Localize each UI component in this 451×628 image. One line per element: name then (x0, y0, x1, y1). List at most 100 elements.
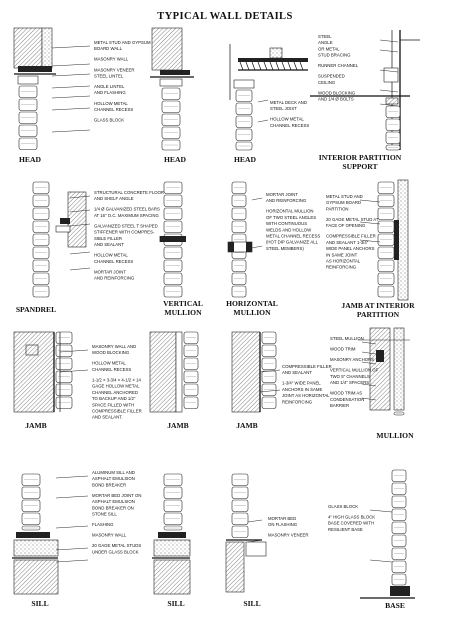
callout-note: IN SAME JOINT (326, 252, 358, 257)
detail-caption-line2: MULLION (164, 308, 202, 317)
glass-block-column (231, 181, 247, 298)
detail-caption: SILL (31, 599, 48, 608)
callout-note: OR METAL (318, 46, 340, 51)
detail-caption: INTERIOR PARTITION (319, 153, 402, 162)
masonry-wall (13, 27, 43, 69)
steel-joist-web (269, 61, 274, 71)
callout-note: METAL CHANNEL RECESS (266, 234, 320, 239)
callout-note: BOND BREAKER (92, 482, 126, 487)
detail-caption: VERTICAL (163, 299, 203, 308)
aluminum-sill (16, 532, 50, 538)
wood-trim (393, 327, 405, 411)
callout-note: AND SEALANT (94, 242, 124, 247)
glass-block-column (377, 181, 395, 298)
glass-block-column (18, 85, 38, 150)
steel-joist-web (281, 61, 286, 71)
leader-line (361, 361, 377, 365)
callout-note: CHANNEL RECESS (94, 259, 133, 264)
callout-note: VERTICAL MULLION OF (330, 368, 379, 373)
leader-line (247, 519, 263, 523)
glass-block-column (21, 473, 41, 531)
masonry-veneer (225, 541, 245, 593)
glass-block-column (161, 87, 181, 151)
callout-note: MASONRY ANCHORS (330, 357, 374, 362)
callout-note: 1-1/2 × 3-3/4 × 4-1/2 × 14 (92, 377, 141, 382)
callout-note: FACE OF OPENING (326, 223, 366, 228)
steel-joist-web (263, 61, 268, 71)
callout-note: HOLLOW METAL (92, 361, 126, 366)
leader-line (379, 103, 399, 107)
leader-line (55, 547, 89, 551)
hollow-metal-channel (17, 75, 39, 85)
callout-note: CHANNEL RECESS (94, 107, 133, 112)
vertical-mullion-steel (160, 236, 186, 242)
sheet-title: TYPICAL WALL DETAILS (157, 11, 292, 22)
detail-caption: BASE (385, 601, 405, 610)
leader-line (361, 397, 377, 401)
leader-line (369, 509, 393, 513)
callout-note: WITH CONTINUOUS (266, 221, 307, 226)
callout-note: JOINT AS HORIZONTAL (282, 393, 330, 398)
callout-note: HOLLOW METAL (94, 101, 128, 106)
detail-caption: SPANDREL (16, 305, 56, 314)
callout-note: 20 GAGE METAL STUD AT (326, 217, 379, 222)
callout-note: BOND BREAKER ON (92, 505, 134, 510)
wood-blocking (385, 97, 399, 105)
callout-note: STONE SILL (92, 512, 117, 517)
callout-note: 4" HIGH GLASS BLOCK (328, 515, 375, 520)
masonry-wall (13, 331, 55, 413)
callout-note: GALVANIZED STEEL T SHAPED (94, 223, 158, 228)
metal-stud (394, 220, 399, 260)
gypsum-board-wall (41, 27, 53, 69)
aluminum-sill (158, 532, 186, 538)
leader-line (51, 73, 91, 77)
callout-note: MASONRY WALL (94, 57, 129, 62)
glass-block-column (235, 89, 253, 151)
detail-caption-line2: SUPPORT (342, 162, 377, 171)
stone-sill (13, 539, 59, 557)
detail-caption: JAMB (25, 421, 47, 430)
callout-note: GAGE HOLLOW METAL (92, 384, 140, 389)
callout-note: MASONRY VENEER (94, 67, 134, 72)
leader-line (361, 383, 377, 387)
leader-line (257, 119, 269, 123)
callout-note: CHANNEL ANCHORED (92, 390, 138, 395)
callout-note: ANGLE (318, 40, 333, 45)
callout-note: WIDE PANEL ANCHORS (326, 246, 375, 251)
callout-note: FLASHING (92, 522, 114, 527)
callout-note: BARRIER (330, 403, 349, 408)
glass-block-column (55, 331, 73, 409)
callout-note: STRUCTURAL CONCRETE FLOOR (94, 190, 164, 195)
callout-note: HOLLOW METAL (270, 117, 304, 122)
callout-note: ASPHALT EMULSION (92, 476, 135, 481)
leader-line (51, 63, 91, 67)
callout-note: METAL DECK AND (270, 100, 307, 105)
leader-line (259, 369, 281, 373)
gypsum-board-partition (397, 179, 409, 301)
masonry-wall (151, 27, 183, 71)
callout-note: STEEL LINTEL (94, 73, 124, 78)
callout-note: HOLLOW METAL (94, 253, 128, 258)
steel-joist-web (239, 61, 244, 71)
callout-note: GLASS BLOCK (328, 504, 358, 509)
callout-note: ANCHORS IN SAME (282, 387, 322, 392)
detail-caption: HEAD (234, 155, 256, 164)
callout-note: MASONRY WALL (92, 533, 127, 538)
callout-note: AND 1/4" SPACERS (330, 380, 369, 385)
leader-line (69, 209, 91, 213)
leader-line (251, 245, 263, 249)
detail-caption: HORIZONTAL (226, 299, 278, 308)
callout-note: AND REINFORCING (266, 198, 307, 203)
callout-note: MASONRY WALL AND (92, 344, 136, 349)
callout-note: WOOD BLOCKING (92, 350, 130, 355)
callout-note: MASONRY VENEER (268, 533, 308, 538)
glass-block-column (393, 411, 405, 416)
callout-note: STEEL MEMBERS) (266, 246, 304, 251)
leader-line (69, 251, 91, 255)
leader-line (247, 539, 263, 543)
steel-joist-web (275, 61, 280, 71)
leader-line (51, 129, 91, 133)
leader-line (51, 95, 91, 99)
callout-note: STEEL JOIST (270, 106, 297, 111)
